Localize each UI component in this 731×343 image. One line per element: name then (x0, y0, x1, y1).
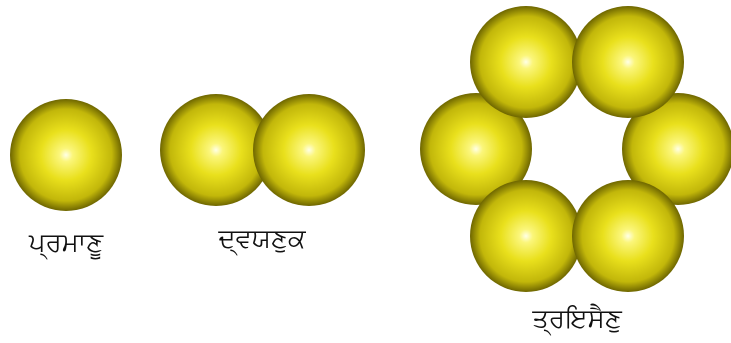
single-sphere-group (10, 99, 122, 211)
sphere (253, 94, 365, 206)
sphere (470, 6, 582, 118)
sphere (10, 99, 122, 211)
sphere (572, 180, 684, 292)
double-sphere-group (160, 94, 365, 206)
double-sphere-label: ਦ੍ਵਯਣੁਕ (218, 226, 305, 252)
single-sphere-label: ਪ੍ਰਮਾਣੂ (29, 230, 103, 256)
sphere (470, 180, 582, 292)
ring-sphere-label: ਤ੍ਰਇਸੈਣੁ (532, 306, 622, 332)
sphere (572, 6, 684, 118)
ring-sphere-group (420, 6, 731, 292)
